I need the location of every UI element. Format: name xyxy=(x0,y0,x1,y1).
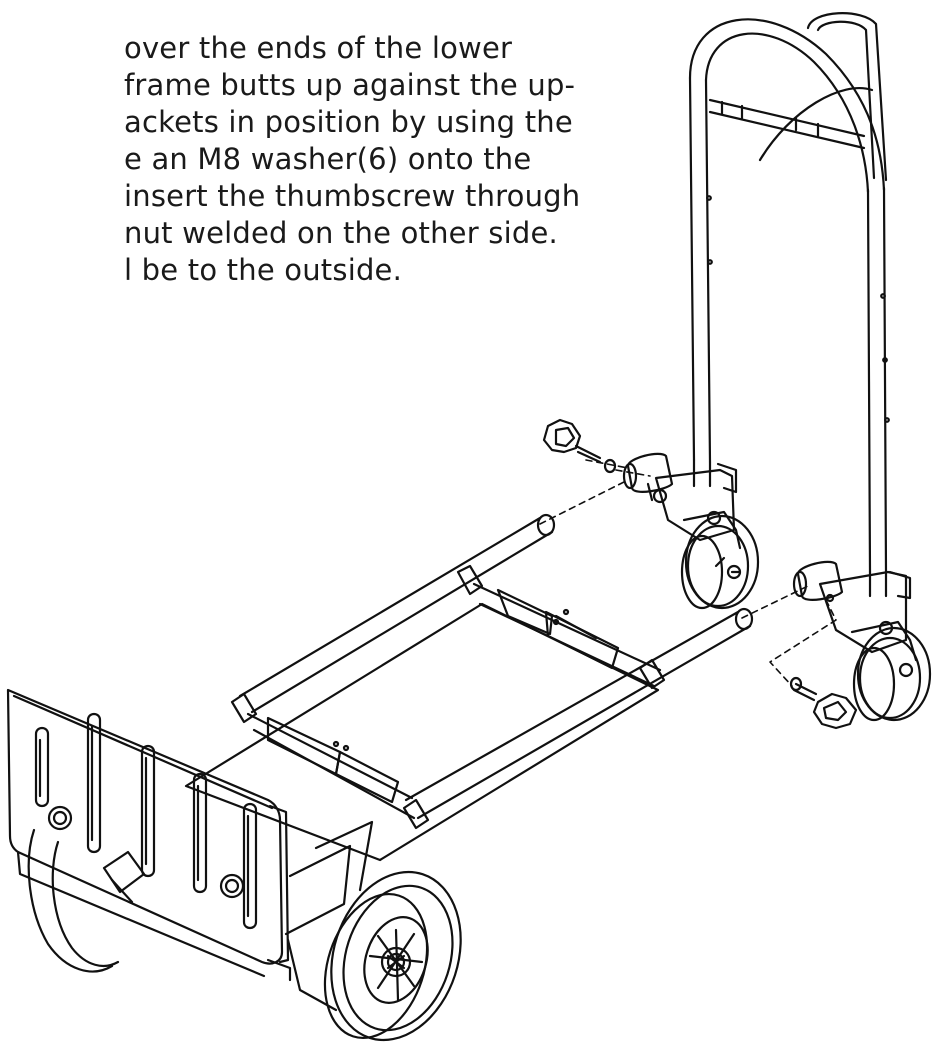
instruction-line: insert the thumbscrew through xyxy=(124,179,581,213)
instruction-text: over the ends of the lower frame butts u… xyxy=(0,30,680,350)
lower-frame xyxy=(186,515,752,1010)
alignment-lines xyxy=(540,460,836,686)
right-thumbscrew xyxy=(791,678,856,728)
nose-plate xyxy=(8,690,290,980)
left-caster-assembly xyxy=(656,460,758,608)
right-caster-assembly xyxy=(820,572,930,720)
instruction-line: over the ends of the lower xyxy=(124,31,513,65)
right-sleeve-bracket xyxy=(794,562,842,601)
left-main-wheel xyxy=(29,830,144,971)
instruction-line: e an M8 washer(6) onto the xyxy=(124,142,532,176)
instruction-line: ackets in position by using the xyxy=(124,105,573,139)
instruction-line: nut welded on the other side. xyxy=(124,216,558,250)
left-thumbscrew xyxy=(544,420,615,472)
upper-frame xyxy=(690,13,889,572)
instruction-line: l be to the outside. xyxy=(124,253,403,287)
instruction-line: frame butts up against the up- xyxy=(124,68,576,102)
left-sleeve-bracket xyxy=(624,454,672,502)
right-main-wheel xyxy=(307,855,481,1057)
